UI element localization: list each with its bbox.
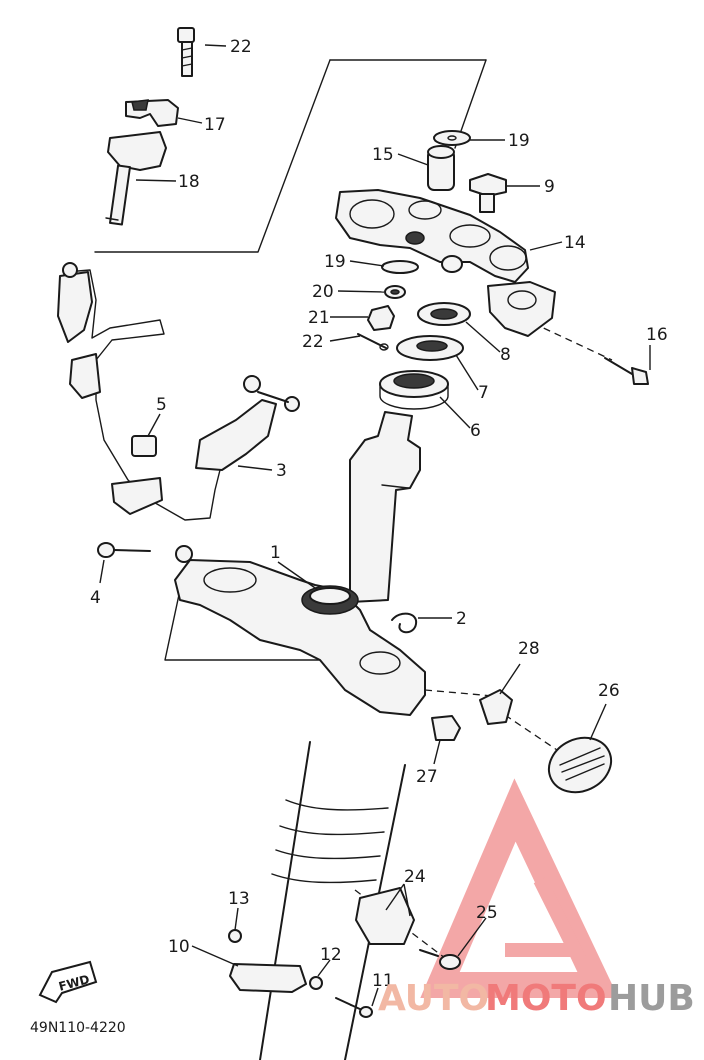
handlebar-bolt — [177, 27, 195, 77]
washer-19-top — [433, 130, 471, 146]
ring-nut-8 — [417, 302, 471, 326]
handlebar-upper-holder — [125, 99, 179, 127]
bearing-6 — [379, 370, 449, 410]
callout-2: 2 — [456, 609, 467, 629]
bolt-25 — [419, 949, 461, 970]
nut-20 — [384, 285, 406, 299]
callout-15: 15 — [372, 145, 394, 165]
watermark-hub: HUB — [608, 978, 695, 1019]
nut-13 — [228, 929, 242, 943]
callout-28: 28 — [518, 639, 540, 659]
callout-24: 24 — [404, 867, 426, 887]
callout-leaders — [99, 44, 651, 1007]
callout-27: 27 — [416, 767, 438, 787]
callout-7: 7 — [478, 383, 489, 403]
cable-guide-24 — [355, 887, 415, 945]
fwd-arrow-icon: FWD — [38, 960, 98, 1004]
handlebar-lower-holder — [105, 131, 167, 226]
callout-4: 4 — [90, 588, 101, 608]
damper-5 — [131, 435, 157, 457]
callout-18: 18 — [178, 172, 200, 192]
callout-26: 26 — [598, 681, 620, 701]
callout-22: 22 — [302, 332, 324, 352]
bracket-collar-part — [427, 145, 455, 191]
callout-25: 25 — [476, 903, 498, 923]
callout-12: 12 — [320, 945, 342, 965]
callout-16: 16 — [646, 325, 668, 345]
bolt-9 — [469, 173, 507, 213]
callout-3: 3 — [276, 461, 287, 481]
callout-8: 8 — [500, 345, 511, 365]
cover-7 — [396, 335, 464, 361]
nut-21 — [367, 305, 395, 331]
bolt-16 — [604, 357, 649, 385]
callout-19-top: 19 — [508, 131, 530, 151]
bolt-4 — [97, 542, 193, 563]
callout-17: 17 — [204, 115, 226, 135]
callout-21: 21 — [308, 308, 330, 328]
callout-9: 9 — [544, 177, 555, 197]
watermark-auto: AUTO — [378, 978, 489, 1019]
reflector-bracket-28 — [479, 689, 513, 725]
steering-stem — [349, 411, 421, 603]
reflector-26 — [547, 736, 613, 794]
callout-11: 11 — [372, 971, 394, 991]
callout-5: 5 — [156, 395, 167, 415]
callout-20: 20 — [312, 282, 334, 302]
washer-12 — [309, 976, 323, 990]
bolt-11 — [335, 997, 373, 1018]
clamp-10 — [229, 963, 307, 993]
callout-1: 1 — [270, 543, 281, 563]
upper-bracket — [335, 189, 529, 283]
callout-6: 6 — [470, 421, 481, 441]
callout-13: 13 — [228, 889, 250, 909]
washer-19 — [381, 260, 419, 274]
watermark-moto: MOTO — [485, 978, 607, 1019]
watermark-logo — [420, 778, 619, 998]
diagram-code: 49N110-4220 — [30, 1020, 126, 1036]
callout-23: 22 — [230, 37, 252, 57]
pin-22 — [357, 333, 389, 351]
damper-27 — [431, 715, 461, 741]
callout-19: 19 — [324, 252, 346, 272]
callout-14: 14 — [564, 233, 586, 253]
headlight-stay — [57, 262, 221, 521]
callout-numbers: 22 17 18 19 15 9 14 19 20 21 22 8 7 6 16… — [90, 37, 668, 991]
clamp-right — [487, 281, 556, 337]
callout-10: 10 — [168, 937, 190, 957]
lower-bracket — [174, 559, 426, 716]
clip-2 — [391, 612, 418, 634]
stay-3 — [195, 375, 300, 471]
watermark-text: AUTO MOTO HUB — [378, 978, 695, 1019]
